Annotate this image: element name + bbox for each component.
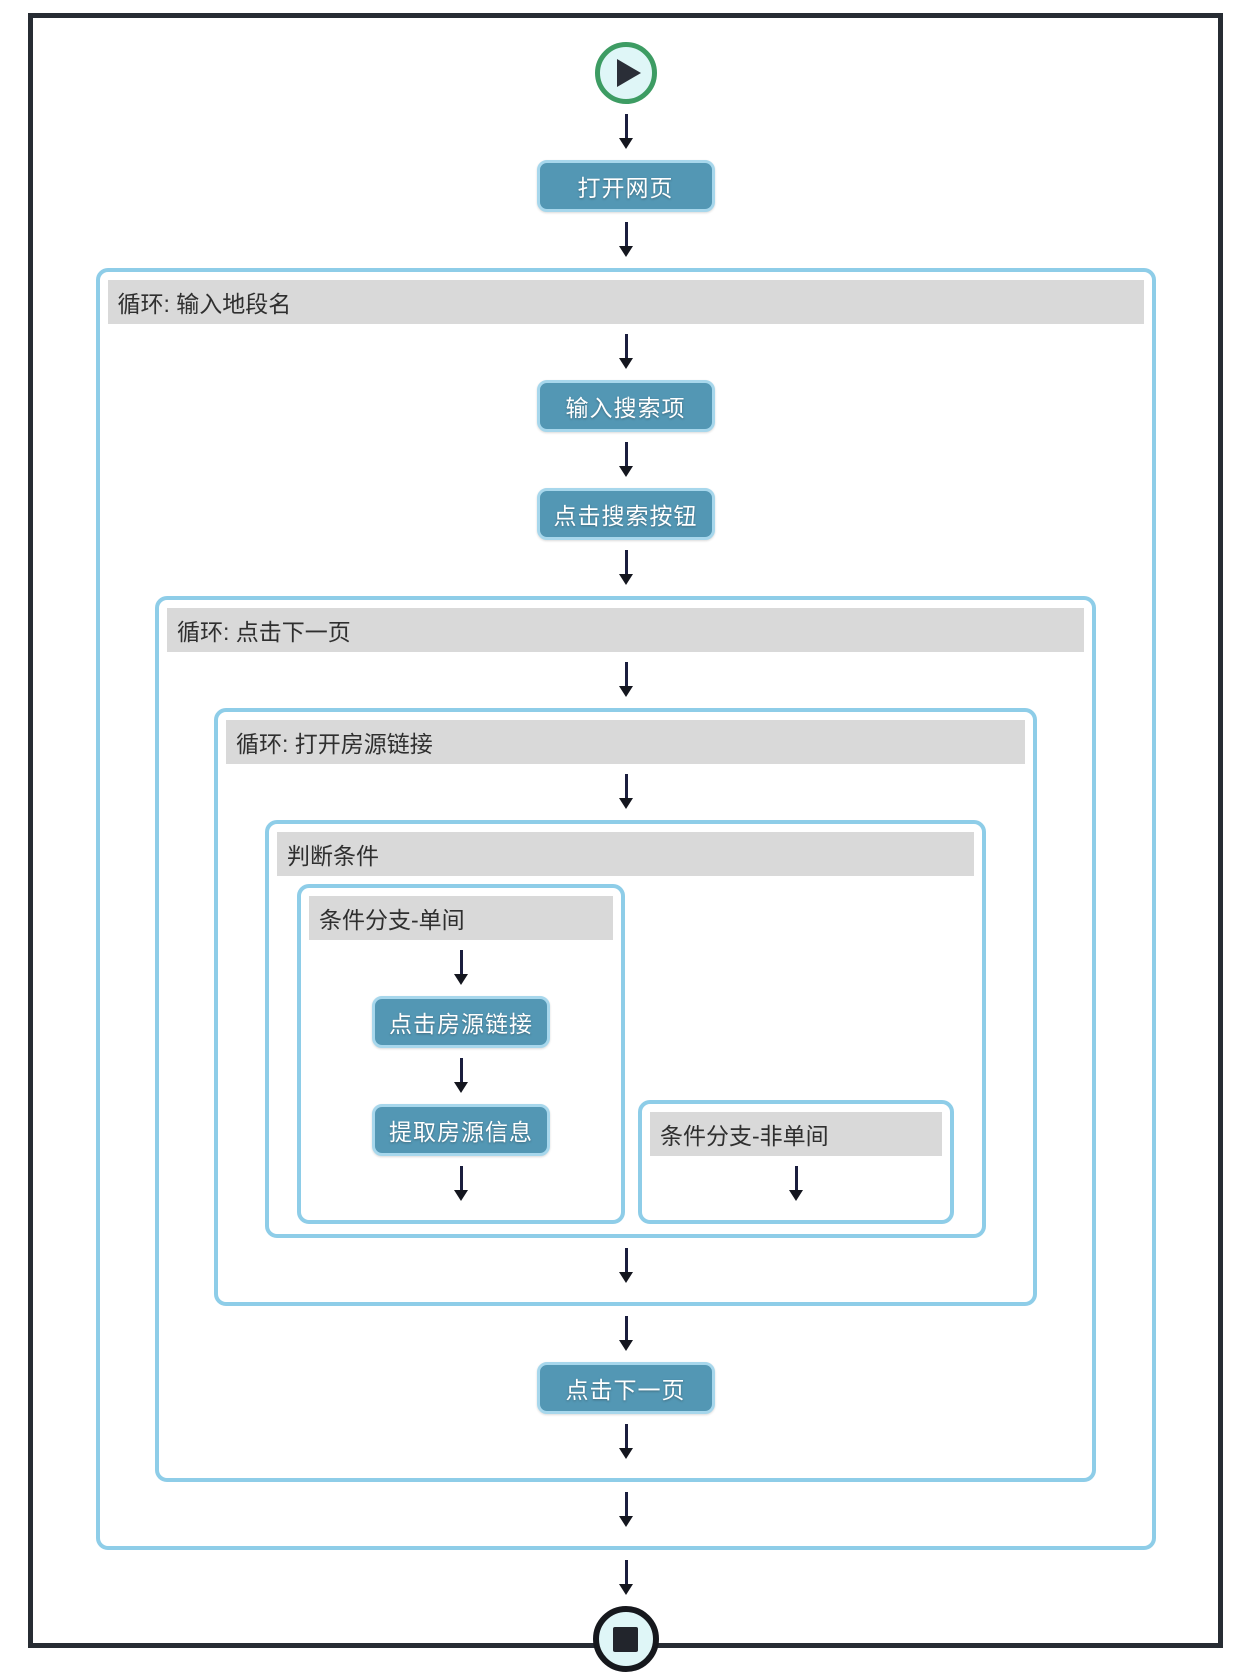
branch-not-single-room-container: 条件分支-非单间	[638, 1100, 954, 1224]
loop-container-click-next-page: 循环: 点击下一页 循环: 打开房源链接 判断条件 条件分支-单间 点击房源链接	[155, 596, 1096, 1482]
arrow-down-icon	[618, 1248, 634, 1284]
workflow-flowchart: 打开网页 循环: 输入地段名 输入搜索项 点击搜索按钮 循环: 点击下一页 循环…	[33, 18, 1218, 1672]
arrow-down-icon	[618, 222, 634, 258]
arrow-down-icon	[618, 1424, 634, 1460]
branch-single-room-container: 条件分支-单间 点击房源链接 提取房源信息	[297, 884, 625, 1224]
loop-container-input-location: 循环: 输入地段名 输入搜索项 点击搜索按钮 循环: 点击下一页 循环: 打开房…	[95, 268, 1156, 1550]
arrow-down-icon	[453, 1058, 469, 1094]
arrow-down-icon	[618, 774, 634, 810]
input-search-step-button[interactable]: 输入搜索项	[536, 380, 715, 432]
loop-open-listing-header[interactable]: 循环: 打开房源链接	[226, 720, 1025, 764]
arrow-down-icon	[618, 1492, 634, 1528]
start-node-button[interactable]	[594, 42, 657, 104]
stop-icon	[613, 1626, 638, 1652]
arrow-down-icon	[618, 550, 634, 586]
condition-branches-row: 条件分支-单间 点击房源链接 提取房源信息 条件分支-非单间	[277, 876, 974, 1226]
arrow-down-icon	[618, 334, 634, 370]
condition-container: 判断条件 条件分支-单间 点击房源链接 提取房源信息	[265, 820, 986, 1238]
arrow-down-icon	[618, 1316, 634, 1352]
arrow-down-icon	[453, 1166, 469, 1202]
arrow-down-icon	[618, 662, 634, 698]
arrow-down-icon	[618, 1560, 634, 1596]
condition-header[interactable]: 判断条件	[277, 832, 974, 876]
extract-listing-info-step-button[interactable]: 提取房源信息	[372, 1104, 550, 1156]
workflow-canvas-frame: 打开网页 循环: 输入地段名 输入搜索项 点击搜索按钮 循环: 点击下一页 循环…	[28, 13, 1223, 1672]
loop-input-location-header[interactable]: 循环: 输入地段名	[107, 280, 1144, 324]
loop-click-next-page-header[interactable]: 循环: 点击下一页	[167, 608, 1084, 652]
arrow-down-icon	[618, 114, 634, 150]
click-next-page-step-button[interactable]: 点击下一页	[536, 1362, 715, 1414]
end-node-button[interactable]	[592, 1606, 659, 1672]
branch-not-single-room-header[interactable]: 条件分支-非单间	[650, 1112, 942, 1156]
arrow-down-icon	[453, 950, 469, 986]
arrow-down-icon	[618, 442, 634, 478]
open-webpage-step-button[interactable]: 打开网页	[536, 160, 715, 212]
click-search-step-button[interactable]: 点击搜索按钮	[536, 488, 715, 540]
play-icon	[617, 59, 641, 87]
branch-single-room-header[interactable]: 条件分支-单间	[309, 896, 613, 940]
loop-container-open-listing: 循环: 打开房源链接 判断条件 条件分支-单间 点击房源链接 提取房源信息	[214, 708, 1037, 1306]
arrow-down-icon	[788, 1166, 804, 1202]
click-listing-step-button[interactable]: 点击房源链接	[372, 996, 550, 1048]
